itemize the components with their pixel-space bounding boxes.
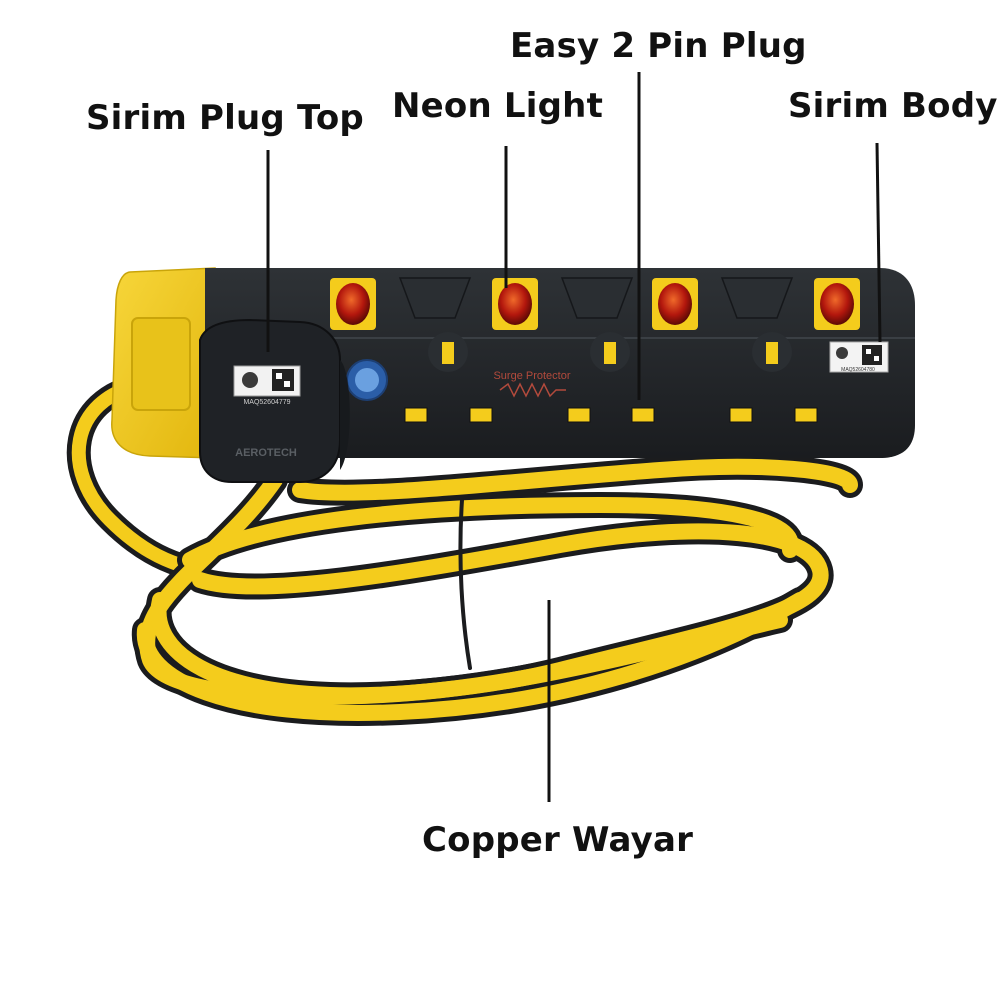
plug-top: MAQ52604779 AEROTECH [199, 318, 350, 483]
sirim-body-sticker: MAQ52604780 [829, 341, 889, 373]
coiled-cable [131, 453, 863, 726]
label-sirim-plug-top: Sirim Plug Top [86, 98, 364, 138]
neon-light-1 [330, 278, 376, 330]
surge-protector-marking: Surge Protector [493, 370, 571, 398]
pin-slots [404, 407, 818, 423]
leader-lines [266, 72, 882, 802]
neon-light-3 [652, 278, 698, 330]
body-serial-text: MAQ52604780 [841, 367, 875, 373]
label-neon-light: Neon Light [392, 86, 604, 126]
strip-body: Surge Protector MAQ52604780 [111, 267, 915, 459]
label-sirim-body: Sirim Body [788, 86, 998, 126]
surge-protector-text: Surge Protector [493, 370, 570, 382]
sirim-plug-sticker: MAQ52604779 [233, 365, 301, 406]
leader-line-sirim-body [875, 142, 882, 343]
neon-light-2 [492, 278, 538, 330]
cable-tail [66, 373, 192, 577]
neon-light-4 [814, 278, 860, 330]
earth-slots [428, 332, 792, 372]
label-easy-2-pin-plug: Easy 2 Pin Plug [510, 26, 807, 66]
plug-brand-text: AEROTECH [235, 447, 297, 459]
label-copper-wayar: Copper Wayar [422, 820, 694, 860]
plug-serial-text: MAQ52604779 [243, 399, 290, 406]
